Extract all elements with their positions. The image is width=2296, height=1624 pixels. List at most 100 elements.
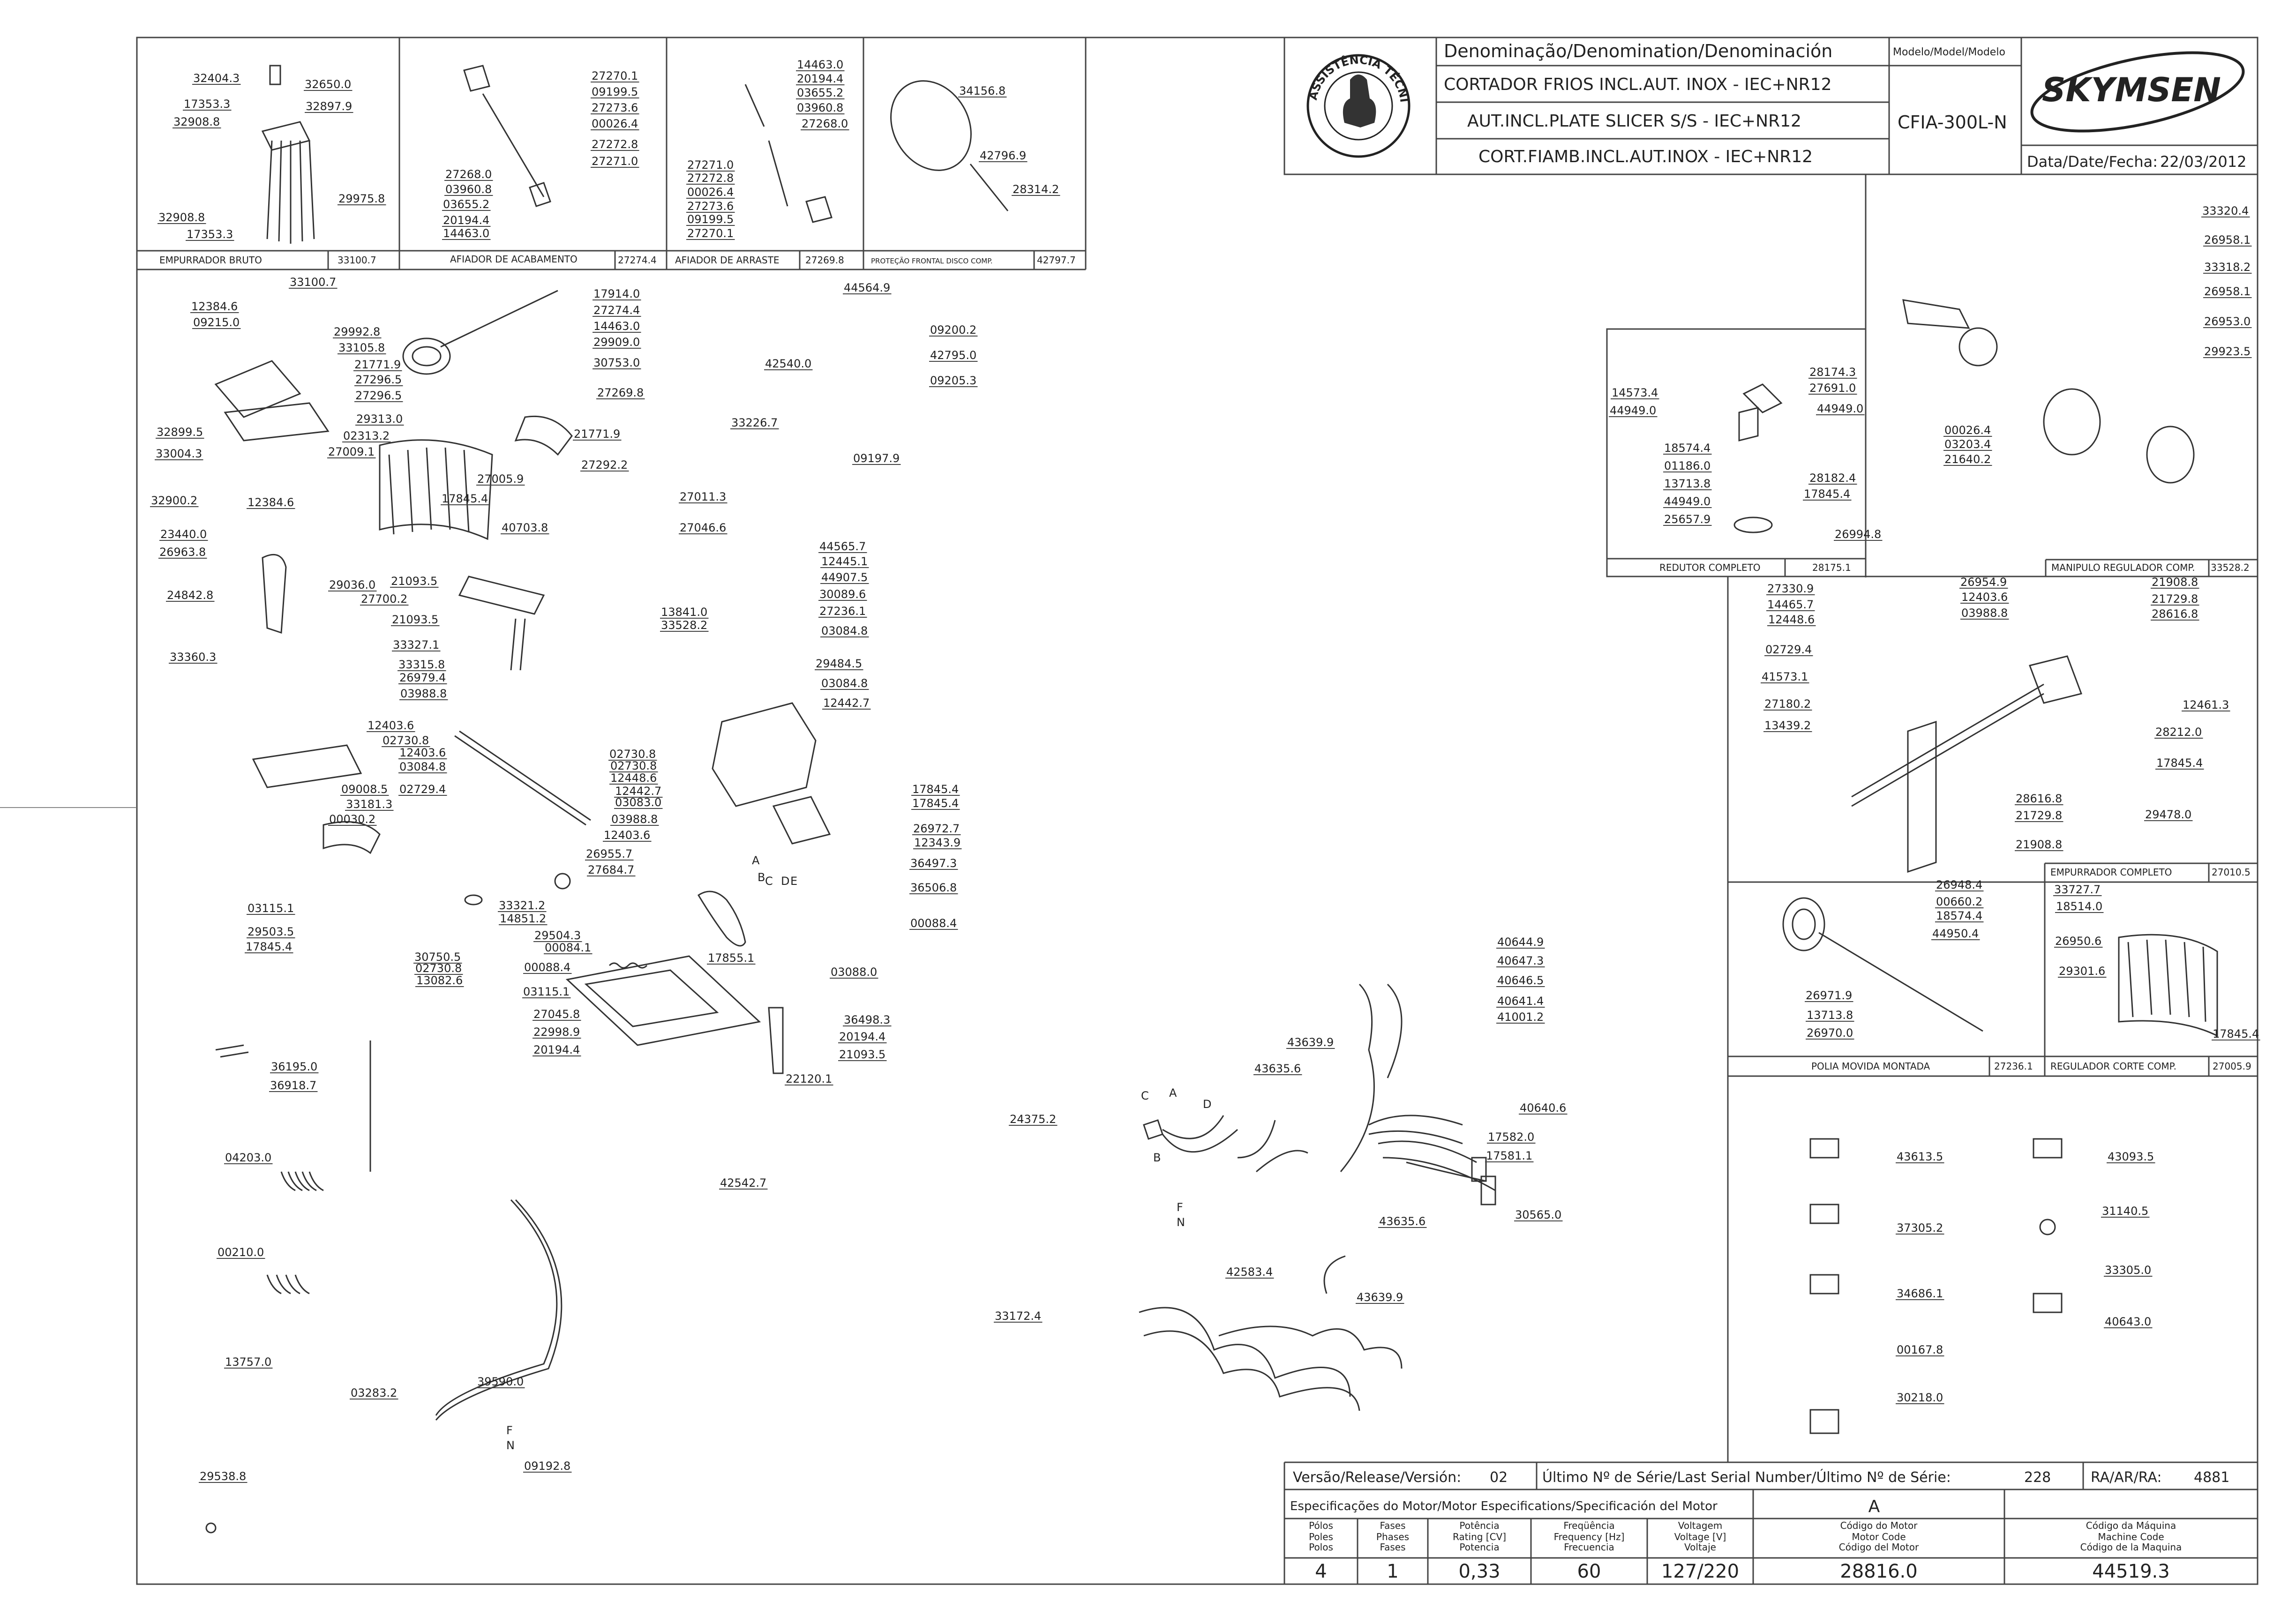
part-number-label: 42796.9 — [980, 149, 1026, 162]
part-number-label: 12384.6 — [191, 300, 238, 313]
spec-col-value: 1 — [1387, 1561, 1398, 1582]
part-number-label: 03084.8 — [821, 624, 868, 637]
part-number-label: 02730.8 — [610, 759, 657, 772]
part-number-label: 28212.0 — [2155, 726, 2202, 739]
part-number-label: 26948.4 — [1936, 878, 1982, 891]
part-number-label: 12403.6 — [368, 719, 414, 732]
part-number-label: 40640.6 — [1520, 1101, 1566, 1115]
spec-col-header: Polos — [1309, 1542, 1333, 1553]
part-number-label: 17845.4 — [442, 492, 488, 505]
part-number-label: 17581.1 — [1486, 1149, 1532, 1162]
part-number-label: 26963.8 — [159, 546, 206, 559]
product-name-en: AUT.INCL.PLATE SLICER S/S - IEC+NR12 — [1467, 112, 1801, 131]
spec-col-header: Motor Code — [1852, 1531, 1906, 1542]
part-number-label: 00026.4 — [1944, 424, 1991, 437]
sheet-border — [136, 37, 2258, 1585]
part-number-label: 32900.2 — [151, 494, 197, 507]
part-number-label: 03960.8 — [445, 183, 492, 196]
last-serial-label: Último Nº de Série/Last Serial Number/Úl… — [1542, 1468, 1951, 1486]
part-number-label: 20194.4 — [797, 72, 843, 85]
part-number-label: 36497.3 — [910, 857, 957, 870]
part-number-label: 17855.1 — [708, 951, 754, 965]
part-number-label: 03083.0 — [615, 796, 661, 809]
part-number-label: 29504.3 — [534, 929, 581, 942]
wire-connector-letter: C — [1141, 1089, 1149, 1102]
part-number-label: 29992.8 — [334, 325, 380, 338]
wire-connector-letter: B — [758, 871, 765, 884]
part-number-label: 13439.2 — [1764, 719, 1811, 732]
date-value: 22/03/2012 — [2160, 153, 2246, 171]
spec-col-value: 44519.3 — [2092, 1561, 2169, 1582]
part-number-label: 00210.0 — [218, 1246, 264, 1259]
part-number-label: 26958.1 — [2204, 285, 2251, 298]
part-number-label: 27700.2 — [361, 592, 407, 606]
part-number-label: 29923.5 — [2204, 345, 2251, 358]
part-number-label: 26955.7 — [586, 847, 632, 861]
spec-col-value: 4 — [1315, 1561, 1327, 1582]
spec-col-header: Potência — [1459, 1520, 1499, 1531]
part-number-label: 01186.0 — [1664, 459, 1711, 472]
part-number-label: 33105.8 — [338, 341, 385, 354]
part-number-label: 12343.9 — [914, 836, 960, 849]
part-number-label: 13713.8 — [1664, 477, 1711, 490]
spec-col-header: Rating [CV] — [1453, 1531, 1506, 1542]
part-number-label: 14463.0 — [593, 320, 640, 333]
part-number-label: 21729.8 — [2016, 809, 2062, 822]
part-number-label: 27269.8 — [597, 386, 644, 399]
part-number-label: 33727.7 — [2054, 883, 2101, 896]
part-number-label: 27011.3 — [680, 490, 726, 503]
subassembly-code: 33528.2 — [2211, 562, 2250, 573]
part-number-label: 33360.3 — [170, 651, 216, 664]
part-number-label: 37305.2 — [1897, 1221, 1943, 1235]
part-number-label: 17845.4 — [246, 940, 292, 953]
part-number-label: 21908.8 — [2016, 838, 2062, 851]
subassembly-name: POLIA MOVIDA MONTADA — [1811, 1061, 1930, 1072]
part-number-label: 44949.0 — [1664, 495, 1711, 508]
spec-col-header: Machine Code — [2098, 1531, 2164, 1542]
part-number-label: 17845.4 — [2213, 1027, 2259, 1040]
part-number-label: 03115.1 — [248, 902, 294, 915]
part-number-label: 32908.8 — [173, 115, 220, 128]
part-number-label: 27180.2 — [1764, 697, 1811, 711]
part-number-label: 29484.5 — [816, 657, 862, 670]
part-number-label: 03988.8 — [1961, 606, 2008, 620]
part-number-label: 03088.0 — [831, 965, 877, 979]
part-number-label: 00026.4 — [592, 117, 638, 130]
part-number-label: 13757.0 — [225, 1355, 271, 1369]
part-number-label: 40644.9 — [1497, 935, 1544, 949]
part-number-label: 09199.5 — [687, 213, 734, 226]
part-number-label: 12442.7 — [615, 785, 661, 798]
brand-logo-text: SKYMSEN — [2042, 71, 2221, 109]
part-number-label: 28616.8 — [2016, 792, 2062, 805]
part-number-label: 26994.8 — [1835, 528, 1881, 541]
product-name-pt: CORTADOR FRIOS INCL.AUT. INOX - IEC+NR12 — [1444, 75, 1831, 94]
part-number-label: 26979.4 — [399, 671, 446, 684]
part-number-label: 25657.9 — [1664, 513, 1711, 526]
part-number-label: 18514.0 — [2056, 900, 2102, 913]
last-serial-value: 228 — [2024, 1469, 2051, 1486]
part-number-label: 42795.0 — [930, 349, 976, 362]
part-number-label: 00030.2 — [329, 813, 375, 826]
part-number-label: 21640.2 — [1944, 453, 1991, 466]
part-number-label: 17914.0 — [593, 287, 640, 300]
part-number-label: 32897.9 — [306, 100, 352, 113]
part-number-label: 28174.3 — [1809, 366, 1856, 379]
part-number-label: 13082.6 — [416, 974, 463, 987]
part-number-label: 28616.8 — [2152, 607, 2198, 621]
part-number-label: 30089.6 — [819, 588, 866, 601]
part-number-label: 03655.2 — [797, 86, 843, 99]
part-number-label: 27268.0 — [445, 168, 492, 181]
part-number-label: 33318.2 — [2204, 261, 2251, 274]
part-number-label: 14463.0 — [797, 58, 843, 71]
part-number-label: 27272.8 — [592, 138, 638, 151]
right-panel-frames — [1606, 174, 2258, 1462]
part-number-label: 17353.3 — [184, 97, 230, 111]
part-number-label: 33305.0 — [2105, 1264, 2151, 1277]
part-number-label: 26958.1 — [2204, 233, 2251, 247]
ra-label: RA/AR/RA: — [2091, 1469, 2161, 1486]
part-number-label: 27274.4 — [593, 304, 640, 317]
subassembly-name: MANIPULO REGULADOR COMP. — [2051, 562, 2195, 573]
